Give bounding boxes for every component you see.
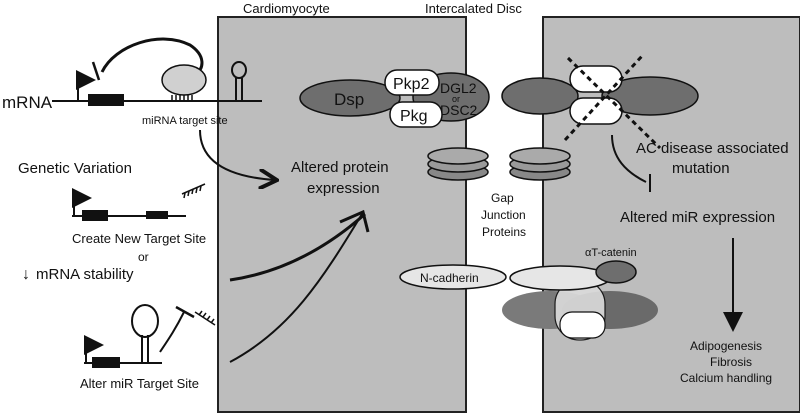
inhibit-bar-2 — [175, 305, 195, 319]
exon-block-1 — [82, 210, 108, 221]
exon-block-2 — [92, 357, 120, 368]
n-cadherin-protein — [399, 264, 507, 290]
dsp-protein — [299, 79, 401, 117]
mrna-stability-label: mRNA stability — [36, 266, 134, 283]
arrow-alter-to-expression — [229, 213, 363, 363]
ac-mutation-label-2: mutation — [672, 160, 730, 177]
inhibit-curve-2 — [159, 311, 185, 353]
arrow-mutation-to-mir — [611, 134, 647, 183]
target-site-ticks — [171, 95, 193, 101]
promoter-arrow — [76, 70, 96, 101]
outcome-calcium: Calcium handling — [680, 371, 772, 385]
inhibition-bar — [91, 61, 101, 81]
dgl2-or-label: or — [452, 94, 460, 104]
alpha-t-catenin-protein — [595, 260, 637, 284]
dsc2-label: DSC2 — [440, 102, 478, 118]
promoter-arrow-1 — [72, 188, 92, 216]
pkg-label: Pkg — [400, 108, 428, 125]
beta-catenin-protein — [509, 265, 611, 291]
dgl2-label: DGL2 — [440, 80, 477, 96]
genetic-variation-title: Genetic Variation — [18, 160, 132, 177]
pkp2-protein — [384, 69, 440, 96]
arrow-target-site-to-expression — [199, 129, 275, 180]
pkp2-label: Pkp2 — [393, 76, 430, 93]
right-cadherin-protein — [501, 77, 579, 115]
or-label: or — [138, 250, 149, 264]
create-new-target-site: Create New Target Site — [72, 231, 206, 246]
gap-junction-label-1: Gap — [491, 191, 514, 205]
hairpin-icon — [231, 61, 247, 101]
mirna-target-site-label: miRNA target site — [142, 115, 228, 127]
hairpin-large-icon — [131, 304, 159, 363]
altered-mir-label: Altered miR expression — [620, 209, 775, 226]
n-cadherin-label: N-cadherin — [420, 271, 479, 285]
gap-junction-left — [427, 147, 489, 181]
alter-mir-target-site: Alter miR Target Site — [80, 376, 199, 391]
inhibition-loop — [100, 37, 204, 77]
mrna-label: mRNA — [2, 93, 53, 112]
right-pkp2-protein — [569, 65, 623, 93]
convergent-arrowhead — [339, 209, 370, 233]
alpha-t-catenin-label: αT-catenin — [585, 247, 637, 259]
mutation-cross-icon — [563, 54, 662, 150]
outcome-fibrosis: Fibrosis — [710, 355, 752, 369]
mirna-comb-icon-2 — [194, 310, 216, 326]
exon-block — [88, 94, 124, 106]
header-cardiomyocyte: Cardiomyocyte — [243, 1, 330, 16]
altered-protein-label-2: expression — [307, 180, 380, 197]
header-intercalated-disc: Intercalated Disc — [425, 1, 522, 16]
pkg-protein — [389, 101, 443, 128]
gap-junction-label-2: Junction — [481, 208, 526, 222]
new-site-block — [146, 211, 168, 219]
right-dsp-protein — [601, 76, 699, 116]
down-arrow-glyph: ↓ — [22, 266, 30, 283]
outcome-adipogenesis: Adipogenesis — [690, 339, 762, 353]
dsp-label: Dsp — [334, 90, 364, 109]
gap-junction-label-3: Proteins — [482, 225, 526, 239]
mirisc-complex — [161, 64, 207, 96]
arrow-stability-to-expression — [229, 212, 366, 282]
ac-mutation-label-1: AC disease associated — [636, 140, 789, 157]
mirna-comb-icon — [181, 183, 206, 199]
altered-protein-label-1: Altered protein — [291, 159, 389, 176]
adherens-lower-link — [559, 311, 606, 339]
gap-junction-right — [509, 147, 571, 181]
promoter-arrow-2 — [84, 335, 104, 363]
